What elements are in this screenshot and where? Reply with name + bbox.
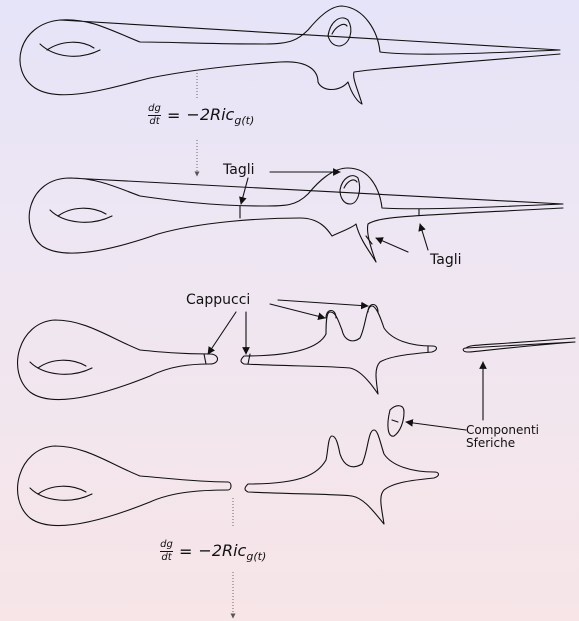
stage4-left-piece (18, 446, 231, 526)
componenti-pointer-left (406, 422, 466, 430)
stage2-outline (29, 168, 563, 262)
cappucci-label: Cappucci (186, 292, 250, 308)
stage3-middle-piece (241, 306, 437, 394)
stage3-spherical-cap (392, 420, 398, 422)
cappucci-pointer-1 (208, 312, 236, 354)
stage2-eye-inner (344, 180, 357, 188)
tagli-bottom-pointer-right (420, 224, 428, 250)
stage2-handle-upper (58, 208, 106, 216)
equals-sign: = (167, 106, 180, 125)
tagli-top-pointer-left (241, 178, 248, 204)
equals-sign: = (179, 542, 192, 561)
stage1-outline (20, 6, 560, 104)
fraction-denominator: dt (149, 117, 159, 127)
fraction-numerator: dg (148, 104, 161, 114)
ricci-term: −2Ricg(t) (186, 105, 254, 127)
stage3-pieces (18, 305, 575, 437)
stage3-left-cap (204, 354, 206, 364)
sferiche-label: Sferiche (466, 437, 515, 450)
stage4-left-handle-upper (38, 486, 86, 494)
fraction-numerator: dg (160, 540, 173, 550)
stage3-spike (463, 338, 575, 352)
stage4-right-piece (245, 430, 439, 524)
derivative-fraction: dg dt (160, 540, 173, 563)
ricci-flow-equation-1: dg dt = −2Ricg(t) (148, 104, 254, 127)
ricci-term: −2Ricg(t) (198, 541, 266, 563)
tagli-label-top: Tagli (223, 162, 254, 178)
ricci-term-main: −2Ric (198, 541, 246, 560)
stage4-pieces (18, 430, 439, 526)
tagli-label-bottom: Tagli (430, 252, 461, 268)
stage3-left-handle-upper (38, 360, 86, 368)
fraction-denominator: dt (161, 553, 171, 563)
stage2-eye-outer (340, 176, 360, 204)
ricci-term-subscript: g(t) (246, 550, 266, 563)
derivative-fraction: dg dt (148, 104, 161, 127)
ricci-term-subscript: g(t) (234, 114, 254, 127)
cappucci-pointer-4 (278, 300, 368, 306)
cappucci-pointer-3 (270, 304, 325, 318)
stage1-manifold (20, 6, 560, 104)
stage2-manifold (29, 168, 563, 262)
stage1-handle-upper (47, 42, 94, 50)
stage1-eye-inner (332, 24, 347, 34)
stage1-eye-outer (328, 18, 351, 46)
stage3-left-piece (18, 320, 218, 400)
ricci-flow-equation-2: dg dt = −2Ricg(t) (160, 540, 266, 563)
ricci-term-main: −2Ric (186, 105, 234, 124)
tagli-bottom-pointer-left (376, 238, 408, 252)
